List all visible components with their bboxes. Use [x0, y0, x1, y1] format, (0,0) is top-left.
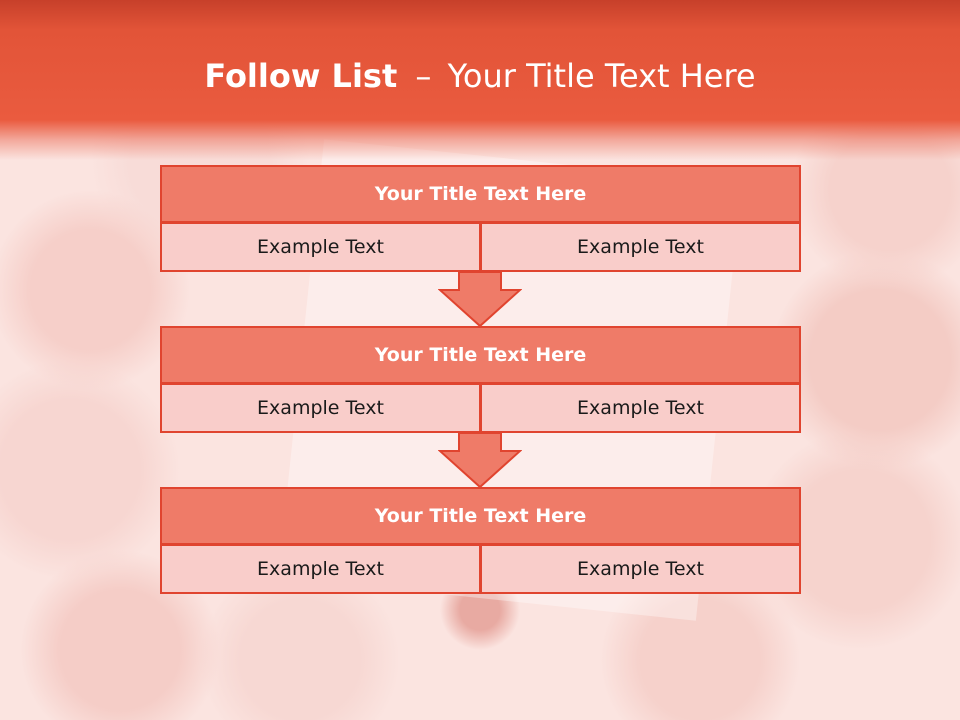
down-arrow-icon: [438, 271, 522, 328]
block-title: Your Title Text Here: [160, 487, 801, 545]
block-title: Your Title Text Here: [160, 326, 801, 384]
block-left-text: Example Text: [160, 222, 481, 272]
block-left-text: Example Text: [160, 544, 481, 594]
block-title: Your Title Text Here: [160, 165, 801, 223]
title-dash: –: [415, 57, 432, 95]
slide-title: Follow List – Your Title Text Here: [0, 56, 960, 96]
block-right-text: Example Text: [480, 544, 801, 594]
list-block-1: Your Title Text Here Example Text Exampl…: [160, 165, 801, 272]
list-block-2: Your Title Text Here Example Text Exampl…: [160, 326, 801, 433]
down-arrow-icon: [438, 432, 522, 489]
title-rest-part: Your Title Text Here: [447, 57, 756, 95]
list-block-3: Your Title Text Here Example Text Exampl…: [160, 487, 801, 594]
block-right-text: Example Text: [480, 383, 801, 433]
block-left-text: Example Text: [160, 383, 481, 433]
title-bold-part: Follow List: [204, 57, 398, 95]
block-right-text: Example Text: [480, 222, 801, 272]
title-banner: [0, 0, 960, 160]
